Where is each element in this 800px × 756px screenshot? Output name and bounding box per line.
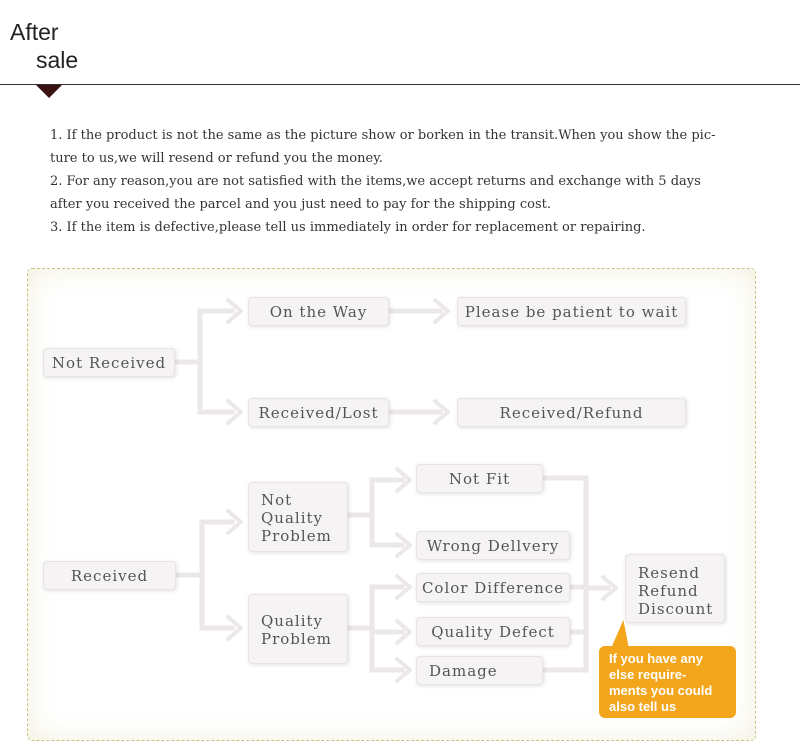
node-outcome: Resend Refund Discount <box>625 554 725 623</box>
header-divider <box>0 84 800 85</box>
node-label: Problem <box>261 630 332 648</box>
node-received: Received <box>43 561 176 590</box>
node-please-wait: Please be patient to wait <box>457 297 686 326</box>
connector-received <box>173 519 235 631</box>
policy-text: 1. If the product is not the same as the… <box>50 124 750 239</box>
node-label: Quality <box>261 509 323 527</box>
arrow-icon <box>433 298 450 324</box>
node-not-quality-problem: Not Quality Problem <box>248 482 348 552</box>
callout-note: If you have any else require- ments you … <box>599 646 736 718</box>
node-label: Not Received <box>51 353 167 372</box>
node-color-difference: Color Difference <box>416 573 570 602</box>
arrow-icon <box>395 574 412 600</box>
title-line-2: sale <box>36 47 79 73</box>
node-label: Resend <box>638 564 701 582</box>
node-label: Discount <box>638 600 714 618</box>
arrow-icon <box>226 615 243 641</box>
callout-line: also tell us <box>609 699 677 714</box>
node-label: Not Fit <box>448 469 511 488</box>
node-label: Problem <box>261 527 332 545</box>
arrow-icon <box>395 532 412 558</box>
node-damage: Damage <box>416 656 543 685</box>
node-not-received: Not Received <box>43 348 175 377</box>
policy-item-2-line-2: after you received the parcel and you ju… <box>50 197 552 212</box>
title-line-1: After <box>10 19 59 45</box>
node-label: Damage <box>429 661 498 680</box>
node-label: Quality Defect <box>431 622 555 641</box>
arrow-icon <box>395 467 412 493</box>
node-label: Received/Lost <box>258 403 379 422</box>
connector-not-quality <box>346 477 405 548</box>
page-title: After sale <box>10 18 78 74</box>
arrow-icon <box>226 298 243 324</box>
arrow-icon <box>395 657 412 683</box>
node-label: Wrong Dellvery <box>426 536 560 555</box>
policy-item-2-line-1: 2. For any reason,you are not satisfied … <box>50 174 701 189</box>
policy-item-1-line-2: ture to us,we will resend or refund you … <box>50 151 383 166</box>
node-label: On the Way <box>269 302 368 321</box>
callout-line: If you have any <box>609 651 703 666</box>
connector-quality <box>346 584 405 673</box>
node-label: Quality <box>261 612 323 630</box>
arrow-icon <box>395 619 412 645</box>
node-on-the-way: On the Way <box>248 297 389 326</box>
flowchart-frame <box>27 268 756 741</box>
node-label: Please be patient to wait <box>464 302 679 321</box>
node-quality-defect: Quality Defect <box>416 617 570 646</box>
node-received-lost: Received/Lost <box>248 398 389 427</box>
callout-line: ments you could <box>609 683 713 698</box>
node-label: Color Difference <box>421 578 565 597</box>
node-label: Not <box>261 491 293 509</box>
policy-item-1-line-1: 1. If the product is not the same as the… <box>50 128 716 143</box>
node-wrong-delivery: Wrong Dellvery <box>416 531 570 560</box>
arrow-icon <box>433 399 450 425</box>
arrow-icon <box>226 399 243 425</box>
node-label: Received <box>70 566 149 585</box>
node-received-refund: Received/Refund <box>457 398 686 427</box>
node-label: Received/Refund <box>499 403 644 422</box>
connector-not-received <box>172 308 235 415</box>
policy-item-3: 3. If the item is defective,please tell … <box>50 220 646 235</box>
node-quality-problem: Quality Problem <box>248 594 348 664</box>
node-not-fit: Not Fit <box>416 464 543 493</box>
callout-line: else require- <box>609 667 687 682</box>
connector-merge <box>541 475 611 673</box>
triangle-pointer-icon <box>36 85 62 98</box>
arrow-icon <box>601 575 618 601</box>
arrow-icon <box>226 509 243 535</box>
node-label: Refund <box>638 582 699 600</box>
